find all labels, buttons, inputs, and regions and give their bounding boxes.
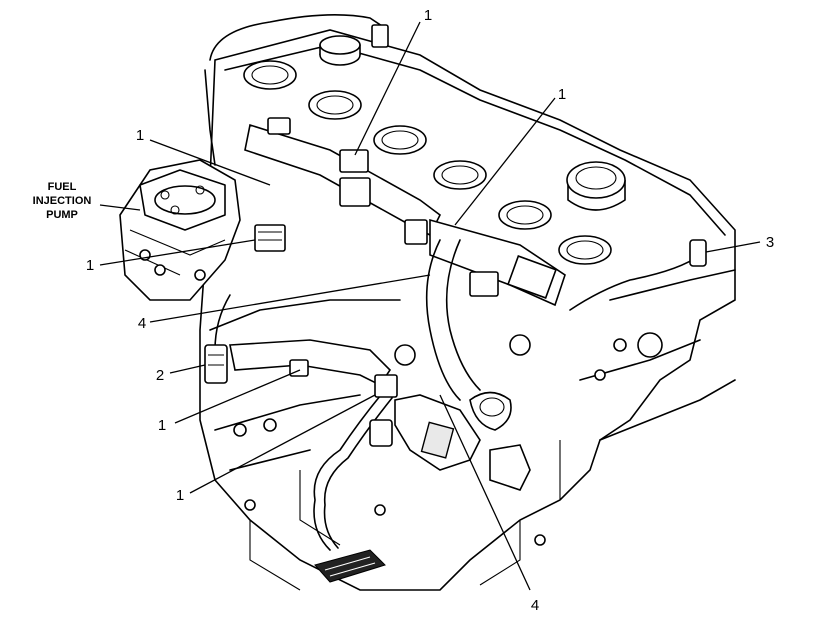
callout-4: 4 bbox=[138, 315, 146, 332]
sensor-2 bbox=[204, 344, 228, 384]
leader-line bbox=[454, 97, 556, 226]
sensor-3 bbox=[689, 239, 707, 267]
pump-connector bbox=[254, 224, 286, 252]
callout-numbers: 1 1 1 1 1 1 2 3 4 4 bbox=[86, 7, 774, 614]
callout-4: 4 bbox=[531, 597, 539, 614]
engine-block bbox=[199, 29, 736, 591]
leader-line bbox=[169, 364, 206, 374]
leader-line bbox=[705, 241, 761, 253]
leader-line bbox=[189, 394, 376, 494]
leader-line bbox=[174, 369, 301, 424]
leader-line bbox=[354, 21, 421, 156]
fuel-injection-pump bbox=[119, 159, 241, 301]
callout-1: 1 bbox=[136, 127, 144, 144]
callout-1: 1 bbox=[424, 7, 432, 24]
speed-sensor bbox=[369, 419, 393, 447]
harness-clip bbox=[267, 117, 291, 135]
callout-2: 2 bbox=[156, 367, 164, 384]
caption-line-1: FUEL bbox=[48, 181, 77, 193]
timing-sensor-connector bbox=[469, 271, 499, 297]
injector-connector bbox=[339, 177, 371, 207]
leader-line bbox=[439, 394, 531, 591]
harness-clip bbox=[374, 374, 398, 398]
leader-line bbox=[149, 139, 271, 186]
callout-1: 1 bbox=[176, 487, 184, 504]
fuel-pump-caption: FUEL INJECTION PUMP bbox=[33, 181, 141, 221]
leader-line bbox=[149, 274, 431, 323]
connectors bbox=[204, 24, 707, 583]
callout-1: 1 bbox=[158, 417, 166, 434]
callout-3: 3 bbox=[766, 234, 774, 251]
injector-connector bbox=[404, 219, 428, 245]
injector-connector bbox=[339, 149, 369, 173]
caption-line-3: PUMP bbox=[46, 209, 78, 221]
callout-1: 1 bbox=[86, 257, 94, 274]
callout-leaders bbox=[99, 21, 761, 591]
callout-1: 1 bbox=[558, 86, 566, 103]
leader-line bbox=[99, 239, 256, 266]
caption-line-2: INJECTION bbox=[33, 195, 92, 207]
